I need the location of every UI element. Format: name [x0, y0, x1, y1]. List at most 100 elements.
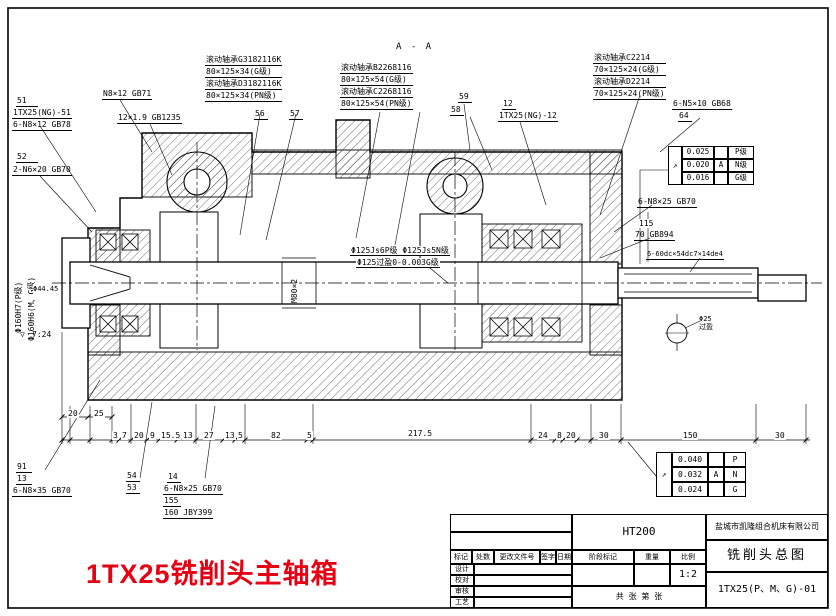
runout-symbol-icon: ↗	[668, 146, 682, 185]
drawing-number: 1TX25(P、M、G)-01	[706, 572, 828, 608]
section-label: A - A	[396, 42, 434, 52]
stage-value	[572, 564, 634, 586]
spline-spec: 6-60dc×54dc7×14de4	[646, 250, 724, 260]
bearing-callout-group-3: 滚动轴承C2214 70×125×24(G级) 滚动轴承D2214 70×125…	[593, 52, 666, 100]
rev-header: 标记	[450, 550, 472, 564]
balloon-54: 54	[126, 471, 140, 482]
bearing-name: 滚动轴承B2268116	[340, 63, 413, 74]
revision-row-blank	[450, 532, 572, 550]
dim: 27	[203, 431, 215, 440]
runout-symbol-icon: ↗	[656, 452, 672, 497]
housing-outline	[87, 119, 623, 401]
datum-cell: A	[708, 467, 724, 482]
bearing-spec: 80×125×54(PN级)	[340, 99, 413, 110]
bearing-name: 滚动轴承C2268116	[340, 87, 413, 98]
bearing-name: 滚动轴承C2214	[593, 52, 666, 64]
drawing-caption: 1TX25铣削头主轴箱	[86, 559, 339, 589]
bolt-spec-51: 6-N8×12 GB78	[12, 120, 72, 131]
weight-header: 重量	[634, 550, 670, 564]
tolerance-value: 0.016	[682, 172, 714, 185]
dim: 5	[237, 431, 244, 440]
bearing-name: 滚动轴承D2214	[593, 76, 666, 88]
dim: 20	[565, 431, 577, 440]
phi25-label: Φ25	[699, 315, 712, 323]
datum-cell	[714, 172, 728, 185]
balloon-58: 58	[450, 105, 464, 116]
extension-lines	[61, 212, 807, 444]
dim: 25	[93, 409, 105, 418]
pin-spec-gb1235: 12×1.9 GB1235	[117, 113, 182, 124]
datum-cell	[708, 482, 724, 497]
rev-header: 日期	[556, 550, 572, 564]
balloon-12: 12	[502, 99, 516, 110]
dim: 20	[67, 409, 79, 418]
rev-header: 处数	[472, 550, 494, 564]
balloon-64: 64	[678, 111, 692, 122]
weight-value	[634, 564, 670, 586]
sheet-border	[7, 7, 829, 609]
bolt-spec-right: 6-N8×25 GB70	[637, 197, 697, 208]
dim: 5	[306, 431, 313, 440]
drawing-title: 铣削头总图	[706, 540, 828, 572]
part-number-12: 1TX25(NG)-12	[498, 111, 558, 122]
tolerance-value: 0.025	[682, 146, 714, 159]
rev-header: 更改文件号	[494, 550, 540, 564]
dim: 13	[182, 431, 194, 440]
role-label: 工艺	[450, 597, 474, 608]
fit-callout-2: Φ125过盈0-0.003G级	[356, 258, 440, 268]
bearing-spec: 70×125×24(G级)	[593, 64, 666, 76]
role-blank	[474, 597, 572, 608]
tolerance-value: 0.040	[672, 452, 708, 467]
tolerance-value: 0.032	[672, 467, 708, 482]
tolerance-value: 0.020	[682, 159, 714, 172]
dim-long: 217.5	[407, 429, 434, 438]
dim: 15.5	[160, 431, 182, 440]
sheet-count-cell: 共 张 第 张	[572, 586, 706, 608]
gauge-dia-label: Φ44.45	[33, 284, 59, 294]
bearing-spec: 80×125×54(G级)	[340, 74, 413, 86]
grade-cell: N级	[728, 159, 754, 172]
scale-header: 比例	[670, 550, 706, 564]
datum-cell	[708, 452, 724, 467]
screw-spec-gb68: 6-N5×10 GB68	[672, 99, 732, 110]
phi25-fit-label: 过盈	[699, 323, 713, 331]
balloon-13: 13	[16, 474, 32, 485]
role-blank	[474, 564, 572, 575]
role-label: 校对	[450, 575, 474, 586]
dim-30: 30	[774, 431, 786, 440]
bearing-spec: 80×125×34(PN级)	[205, 90, 283, 102]
datum-cell	[714, 146, 728, 159]
balloon-57: 57	[289, 109, 303, 120]
dim-150: 150	[682, 431, 699, 440]
balloon-91: 91	[16, 462, 32, 473]
dim: 8	[556, 431, 563, 440]
balloon-14: 14	[167, 472, 181, 483]
stage-header: 阶段标记	[572, 550, 634, 564]
bearing-spec: 70×125×24(PN级)	[593, 89, 666, 100]
revision-row-blank	[450, 514, 572, 532]
role-label: 审核	[450, 586, 474, 597]
taper-symbol-icon: ▽	[20, 330, 25, 339]
fit-callout-1: Φ125Js6P级 Φ125Js5N级	[350, 246, 450, 256]
bearing-name: 滚动轴承D3182116K	[205, 79, 283, 90]
dim: 30	[598, 431, 610, 440]
bearing-spec: 80×125×34(G级)	[205, 66, 283, 78]
datum-cell: A	[714, 159, 728, 172]
bearing-name: 滚动轴承G3182116K	[205, 55, 283, 66]
dim: 82	[270, 431, 282, 440]
grade-cell: P级	[728, 146, 754, 159]
bearing-rollers	[99, 229, 561, 337]
balloon-56: 56	[254, 109, 268, 120]
bearing-callout-group-2: 滚动轴承B2268116 80×125×54(G级) 滚动轴承C2268116 …	[340, 62, 413, 110]
grade-cell: G	[724, 482, 746, 497]
bearing-callout-group-1: 滚动轴承G3182116K 80×125×34(G级) 滚动轴承D3182116…	[205, 54, 283, 102]
balloon-51: 51	[16, 96, 38, 107]
dim: 3	[112, 431, 119, 440]
balloon-59: 59	[458, 92, 472, 103]
rev-header: 签字	[540, 550, 556, 564]
grade-cell: P	[724, 452, 746, 467]
detail-circle	[665, 322, 689, 344]
washer-spec-gb894: 70 GB894	[634, 230, 675, 241]
bore-label-p: Φ160H7(P级)	[14, 281, 23, 333]
